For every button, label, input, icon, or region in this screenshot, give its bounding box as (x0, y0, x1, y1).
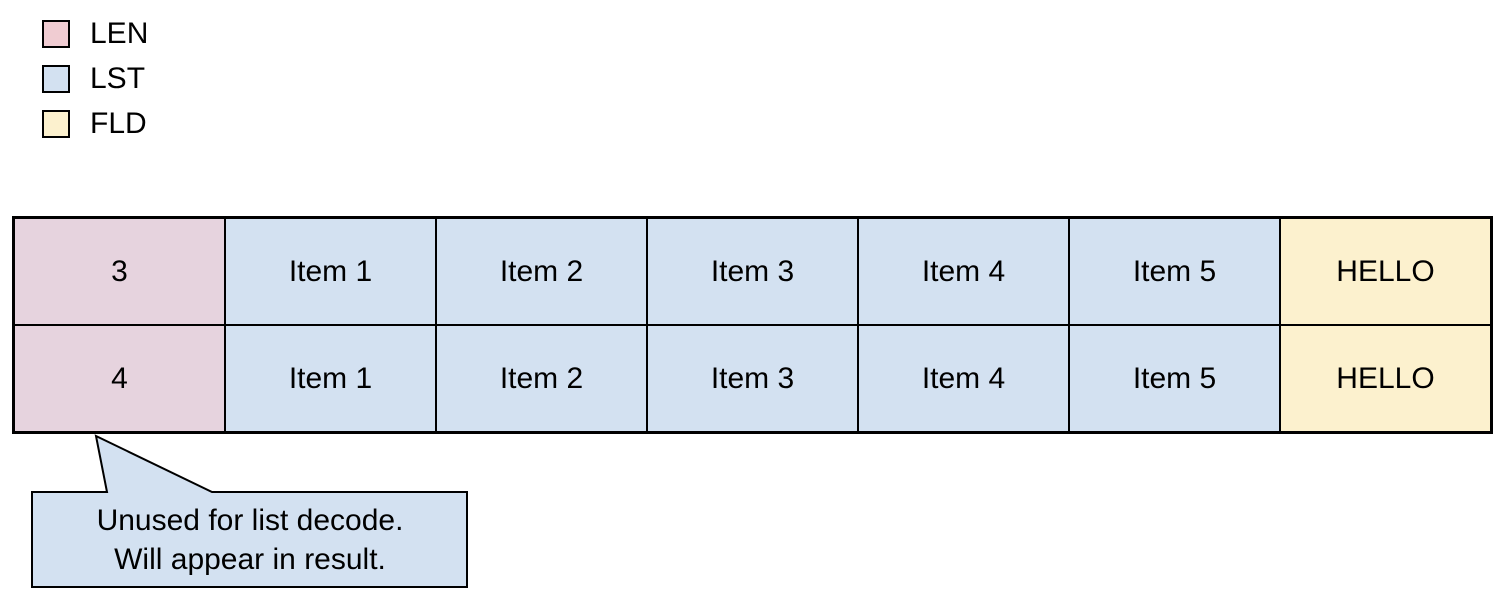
legend-item-len: LEN (42, 17, 149, 50)
len-color-swatch-icon (42, 20, 70, 48)
callout-note: Unused for list decode. Will appear in r… (33, 493, 467, 586)
callout-line-1: Unused for list decode. (96, 503, 404, 537)
table-row1-item3-cell: Item 3 (647, 218, 858, 325)
legend: LEN LST FLD (42, 17, 149, 155)
table-row1-item2-cell: Item 2 (436, 218, 647, 325)
table-row2-item5-cell: Item 5 (1069, 325, 1280, 432)
lst-color-swatch-icon (42, 65, 70, 93)
table-row2-item4-cell: Item 4 (858, 325, 1069, 432)
table-row2-item1-cell: Item 1 (225, 325, 436, 432)
table-row1-item4-cell: Item 4 (858, 218, 1069, 325)
encoded-list-table: 3 Item 1 Item 2 Item 3 Item 4 Item 5 HEL… (12, 216, 1493, 434)
legend-item-lst: LST (42, 62, 148, 95)
fld-color-swatch-icon (42, 110, 70, 138)
legend-label-len: LEN (90, 17, 149, 50)
legend-label-lst: LST (90, 62, 146, 95)
table-row1-fld-cell: HELLO (1280, 218, 1491, 325)
table-row1-item1-cell: Item 1 (225, 218, 436, 325)
legend-label-fld: FLD (90, 107, 147, 140)
table-row2-item2-cell: Item 2 (436, 325, 647, 432)
table-row1-len-cell: 3 (14, 218, 225, 325)
table-row2-len-cell: 4 (14, 325, 225, 432)
table-row2-fld-cell: HELLO (1280, 325, 1491, 432)
table-row2-item3-cell: Item 3 (647, 325, 858, 432)
table-row1-item5-cell: Item 5 (1069, 218, 1280, 325)
legend-item-fld: FLD (42, 107, 148, 140)
callout-line-2: Will appear in result. (114, 542, 386, 576)
